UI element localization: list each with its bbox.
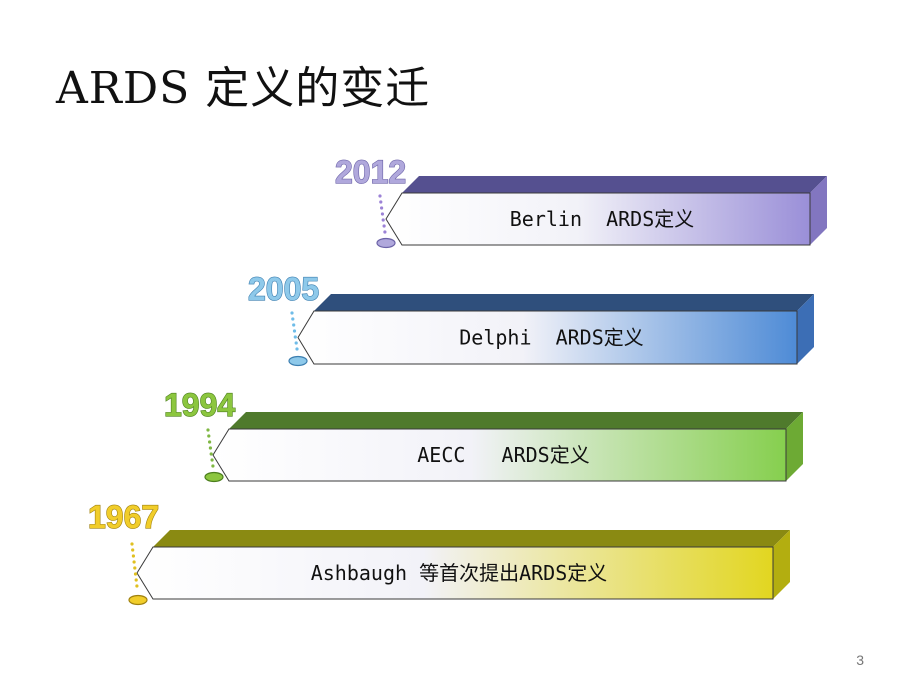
- connector-dot: [208, 446, 212, 450]
- ribbon-end: [786, 412, 803, 481]
- connector-dot: [382, 224, 386, 228]
- connector-dot: [211, 464, 215, 468]
- timeline-marker: [376, 237, 396, 249]
- connector-dot: [381, 218, 385, 222]
- year-label: 2012: [335, 154, 406, 190]
- connector-dot: [135, 584, 139, 588]
- connector-dot: [134, 578, 138, 582]
- connector-dot: [293, 335, 297, 339]
- ribbon-front: [297, 310, 798, 365]
- connector-dot: [294, 341, 298, 345]
- connector-dot: [208, 440, 212, 444]
- ribbon-label: Berlin ARDS定义: [510, 207, 695, 231]
- connector-dot: [295, 347, 299, 351]
- connector-dot: [132, 560, 136, 564]
- connector-dot: [133, 572, 138, 576]
- connector-dot: [206, 428, 210, 432]
- connector-dot: [292, 323, 296, 327]
- ribbon-top: [402, 176, 827, 193]
- connector-dot: [207, 434, 211, 438]
- timeline-marker: [288, 355, 308, 367]
- ribbon-top: [314, 294, 814, 311]
- connector-dot: [131, 554, 135, 558]
- ribbon-top: [229, 412, 803, 429]
- slide-title: ARDS 定义的变迁: [56, 63, 431, 114]
- page-number: 3: [856, 652, 864, 668]
- ribbon-label: Ashbaugh 等首次提出ARDS定义: [311, 561, 608, 585]
- ribbon-front: [212, 428, 787, 482]
- connector-dot: [210, 458, 214, 462]
- connector-dot: [290, 311, 294, 315]
- year-label: 2005: [248, 271, 319, 307]
- connector-dot: [379, 200, 383, 204]
- connector-dot: [131, 548, 135, 552]
- ribbon-label: AECC ARDS定义: [417, 443, 589, 467]
- ribbon-front: [385, 192, 811, 246]
- timeline-marker: [128, 594, 148, 606]
- ribbon-label: Delphi ARDS定义: [459, 326, 644, 350]
- year-label: 1967: [88, 499, 159, 535]
- connector-dot: [292, 329, 297, 333]
- ribbon-front: [136, 546, 774, 600]
- connector-dot: [380, 206, 384, 210]
- timeline-marker: [204, 471, 224, 483]
- ribbon-end: [773, 530, 790, 599]
- ribbon-end: [797, 294, 814, 364]
- connector-dot: [291, 317, 295, 321]
- ribbon-end: [810, 176, 827, 245]
- connector-dot: [209, 452, 213, 456]
- ribbon-top: [153, 530, 790, 547]
- connector-dot: [380, 212, 384, 216]
- connector-dot: [130, 542, 134, 546]
- year-label: 1994: [164, 387, 235, 423]
- connector-dot: [133, 566, 137, 570]
- connector-dot: [383, 230, 387, 234]
- connector-dot: [378, 194, 382, 198]
